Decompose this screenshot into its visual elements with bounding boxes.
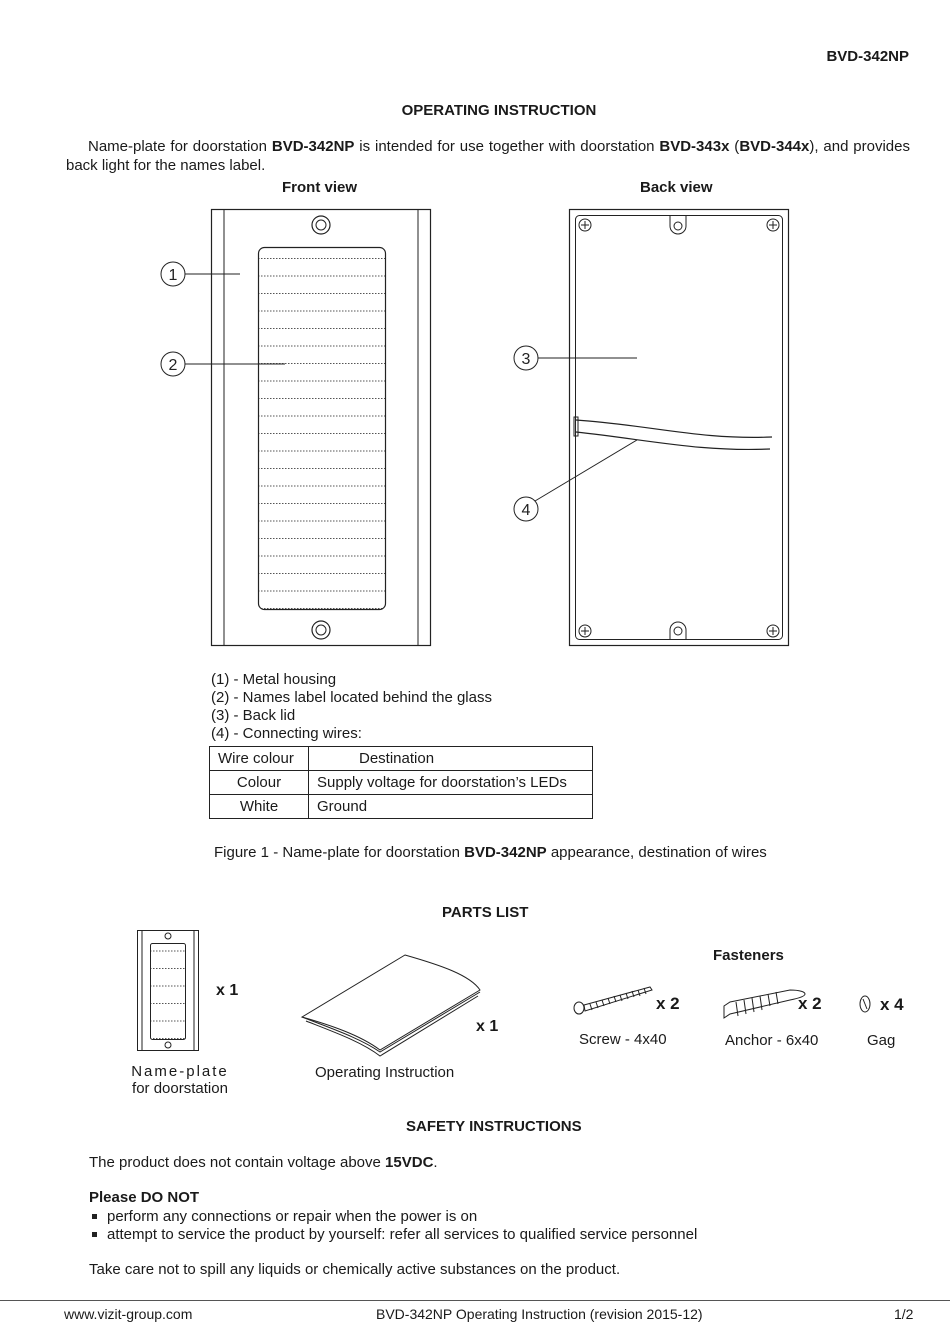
- table-cell: Supply voltage for doorstation’s LEDs: [308, 770, 593, 795]
- screw-label: Screw - 4x40: [579, 1031, 667, 1048]
- legend-item: (3) - Back lid: [211, 707, 296, 724]
- instruction-label: Operating Instruction: [315, 1064, 455, 1081]
- booklet-icon: [300, 954, 481, 1057]
- figure-caption: Figure 1 - Name-plate for doorstation BV…: [214, 844, 767, 861]
- footer-page-number: 1/2: [894, 1306, 914, 1322]
- gag-qty: x 4: [880, 995, 904, 1014]
- table-row: Wire colour Destination: [209, 746, 593, 771]
- legend-item: (4) - Connecting wires:: [211, 725, 362, 742]
- parts-drawings: [137, 930, 871, 1057]
- liquids-warning: Take care not to spill any liquids or ch…: [89, 1261, 621, 1278]
- table-header: Destination: [308, 746, 593, 771]
- front-view-label: Front view: [282, 179, 358, 196]
- table-header: Wire colour: [209, 746, 309, 771]
- please-do-not: Please DO NOT: [89, 1189, 200, 1206]
- callout-3: 3: [522, 351, 531, 368]
- screw-icon: [573, 986, 653, 1015]
- page-title: OPERATING INSTRUCTION: [401, 102, 597, 119]
- header-model: BVD-342NP: [826, 48, 909, 65]
- parts-list-title: PARTS LIST: [442, 904, 529, 921]
- list-item: attempt to service the product by yourse…: [91, 1226, 698, 1243]
- wire-table: Wire colour Destination Colour Supply vo…: [209, 746, 593, 819]
- callout-2: 2: [169, 357, 178, 374]
- legend-item: (1) - Metal housing: [211, 671, 337, 688]
- fasteners-label: Fasteners: [713, 947, 784, 964]
- intro-paragraph: Name-plate for doorstation BVD-342NP is …: [66, 138, 910, 174]
- anchor-qty: x 2: [798, 994, 822, 1013]
- footer-doc-title: BVD-342NP Operating Instruction (revisio…: [376, 1306, 703, 1322]
- gag-icon: [859, 995, 871, 1013]
- list-item: perform any connections or repair when t…: [91, 1208, 697, 1226]
- nameplate-qty: x 1: [216, 982, 239, 999]
- back-view-label: Back view: [640, 179, 713, 196]
- table-cell: Colour: [209, 770, 309, 795]
- instruction-qty: x 1: [476, 1018, 499, 1035]
- table-cell: White: [209, 794, 309, 819]
- footer-website: www.vizit-group.com: [64, 1306, 193, 1322]
- nameplate-small-icon: [137, 930, 199, 1051]
- screw-qty: x 2: [656, 994, 680, 1013]
- nameplate-figure: 1 2 3 4: [160, 208, 790, 647]
- back-view-drawing: [568, 208, 790, 647]
- safety-title: SAFETY INSTRUCTIONS: [406, 1118, 582, 1135]
- safety-bullets: perform any connections or repair when t…: [89, 1208, 697, 1244]
- footer-rule: [0, 1300, 950, 1301]
- table-row: Colour Supply voltage for doorstation’s …: [209, 770, 593, 795]
- anchor-icon: [723, 989, 806, 1019]
- legend-item: (2) - Names label located behind the gla…: [211, 689, 492, 706]
- table-cell: Ground: [308, 794, 593, 819]
- anchor-label: Anchor - 6x40: [725, 1032, 819, 1049]
- voltage-statement: The product does not contain voltage abo…: [89, 1154, 438, 1171]
- gag-label: Gag: [867, 1032, 896, 1049]
- figure-legend: (1) - Metal housing (2) - Names label lo…: [211, 671, 492, 743]
- callout-1: 1: [169, 267, 178, 284]
- callout-4: 4: [522, 502, 531, 519]
- front-view-drawing: [210, 208, 432, 647]
- table-row: White Ground: [209, 794, 593, 819]
- nameplate-label: Name-plate for doorstation: [131, 1063, 229, 1097]
